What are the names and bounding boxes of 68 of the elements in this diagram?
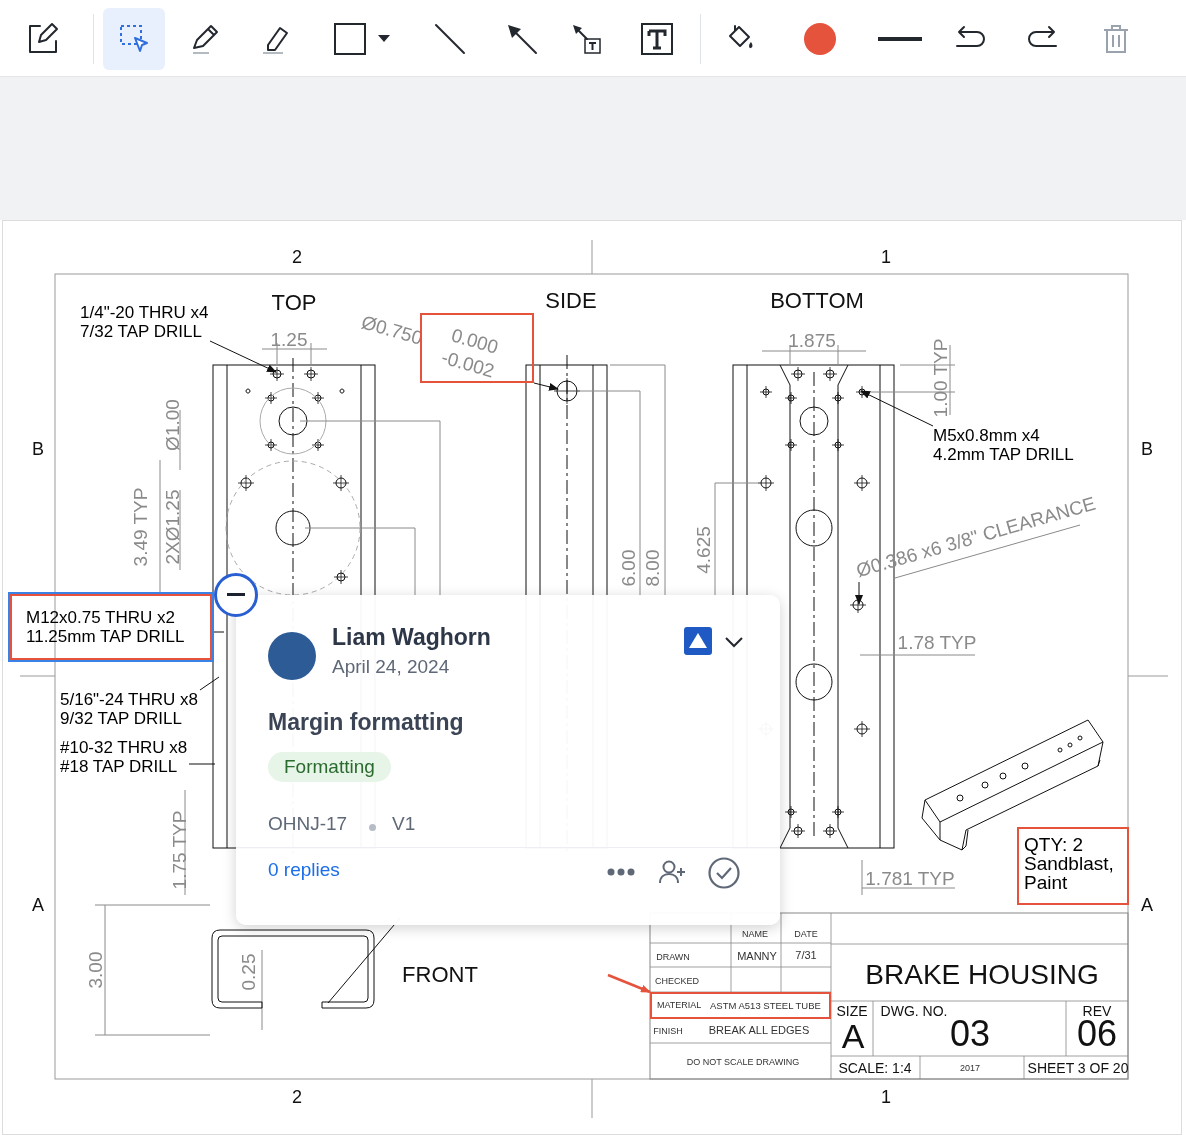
comment-card bbox=[236, 595, 780, 925]
dimension-text: 0.25 bbox=[238, 953, 258, 991]
title-block-text: DATE bbox=[794, 929, 818, 939]
annotation-box: M12x0.75 THRU x2 11.25mm TAP DRILL bbox=[10, 594, 212, 660]
title-block-text: 03 bbox=[950, 1016, 990, 1052]
leader-line bbox=[860, 390, 934, 427]
callout-text: 5/16"-24 THRU x8 9/32 TAP DRILL bbox=[60, 690, 200, 728]
zone-label: 2 bbox=[292, 248, 302, 266]
title-block-text: REV bbox=[1082, 1004, 1112, 1018]
annotation-box: QTY: 2 Sandblast, Paint bbox=[1017, 827, 1129, 905]
leader-line bbox=[209, 340, 277, 373]
zone-label: 2 bbox=[292, 1088, 302, 1106]
version-text: V1 bbox=[392, 814, 416, 835]
leader-line bbox=[855, 581, 863, 605]
title-block-text: DRAWN bbox=[656, 952, 690, 962]
view-label: SIDE bbox=[545, 290, 597, 312]
dimension-text: 4.625 bbox=[693, 526, 713, 574]
callout-text: 1/4"-20 THRU x4 7/32 TAP DRILL bbox=[80, 303, 210, 341]
leader-line bbox=[188, 763, 216, 765]
dimension-text: Ø0.750 bbox=[359, 312, 425, 348]
title-block-text: DO NOT SCALE DRAWING bbox=[686, 1057, 800, 1067]
comment-title: Margin formatting bbox=[268, 710, 464, 736]
zone-label: 1 bbox=[881, 248, 891, 266]
dimension-text: 3.49 TYP bbox=[130, 487, 150, 567]
dimension-text: 3.00 bbox=[85, 951, 105, 989]
replies-link: 0 replies bbox=[268, 860, 340, 881]
title-block-text: MANNY bbox=[737, 950, 777, 962]
dimension-text: 1.00 TYP bbox=[930, 338, 950, 418]
zone-label: 1 bbox=[881, 1088, 891, 1106]
drawing-title: BRAKE HOUSING bbox=[865, 961, 1099, 989]
dimension-text: 1.25 bbox=[270, 329, 308, 349]
view-label: BOTTOM bbox=[770, 290, 864, 312]
issue-id: OHNJ-17 bbox=[268, 814, 348, 835]
dimension-text: 2XØ1.25 bbox=[162, 489, 182, 565]
dimension-text: 6.00 bbox=[618, 549, 638, 587]
view-label: TOP bbox=[271, 292, 317, 314]
title-block-text: SCALE: 1:4 bbox=[838, 1061, 912, 1075]
callout-text: M5x0.8mm x4 4.2mm TAP DRILL bbox=[933, 426, 1075, 464]
title-block-text: DWG. NO. bbox=[880, 1004, 948, 1018]
leader-line bbox=[211, 631, 225, 633]
table-text: MATERIAL bbox=[657, 1001, 702, 1010]
title-block-text: 06 bbox=[1077, 1016, 1117, 1052]
leader-line bbox=[199, 676, 220, 691]
title-block-text: 2017 bbox=[960, 1063, 980, 1073]
dimension-text: 1.75 TYP bbox=[169, 810, 189, 890]
annotation-arrow bbox=[607, 973, 651, 994]
zone-label: A bbox=[32, 896, 44, 914]
leader-line bbox=[533, 382, 559, 391]
callout-text: #10-32 THRU x8 #18 TAP DRILL bbox=[60, 738, 189, 776]
annotation-box bbox=[650, 992, 831, 1019]
dimension-text: Ø1.00 bbox=[162, 399, 182, 451]
title-block-text: FINISH bbox=[653, 1026, 683, 1036]
zone-label: B bbox=[32, 440, 44, 458]
view-label: FRONT bbox=[402, 964, 478, 986]
dimension-text: 1.875 bbox=[788, 330, 836, 350]
title-block-text: A bbox=[841, 1019, 865, 1053]
dimension-text: 1.78 TYP bbox=[897, 632, 977, 652]
dimension-text: 8.00 bbox=[642, 549, 662, 587]
author-name: Liam Waghorn bbox=[332, 625, 491, 651]
title-block-text: SHEET 3 OF 20 bbox=[1027, 1061, 1129, 1075]
zone-label: B bbox=[1141, 440, 1153, 458]
annotation-box bbox=[420, 313, 534, 383]
table-text: ASTM A513 STEEL TUBE bbox=[710, 1001, 821, 1011]
zone-label: A bbox=[1141, 896, 1153, 914]
dimension-text: 1.781 TYP bbox=[865, 868, 955, 888]
tag-chip: Formatting bbox=[268, 752, 391, 782]
title-block-text: 7/31 bbox=[795, 949, 817, 961]
comment-date: April 24, 2024 bbox=[332, 657, 450, 678]
